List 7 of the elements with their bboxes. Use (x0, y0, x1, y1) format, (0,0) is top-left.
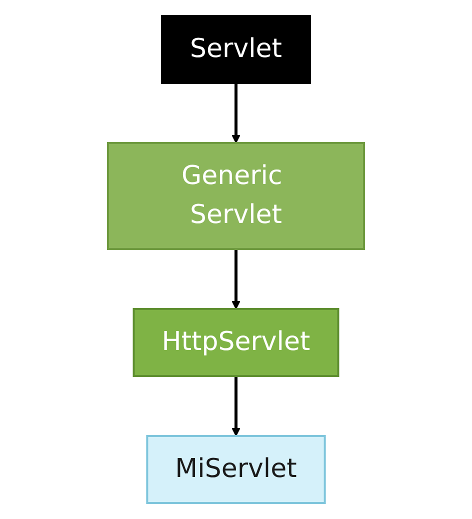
node-box: HttpServlet (132, 308, 340, 377)
node-box: Servlet (161, 15, 311, 84)
node-box: MiServlet (146, 435, 326, 504)
node-box: Generic Servlet (107, 142, 365, 250)
arrow (232, 83, 240, 144)
arrow (232, 376, 240, 436)
arrow (232, 249, 240, 310)
